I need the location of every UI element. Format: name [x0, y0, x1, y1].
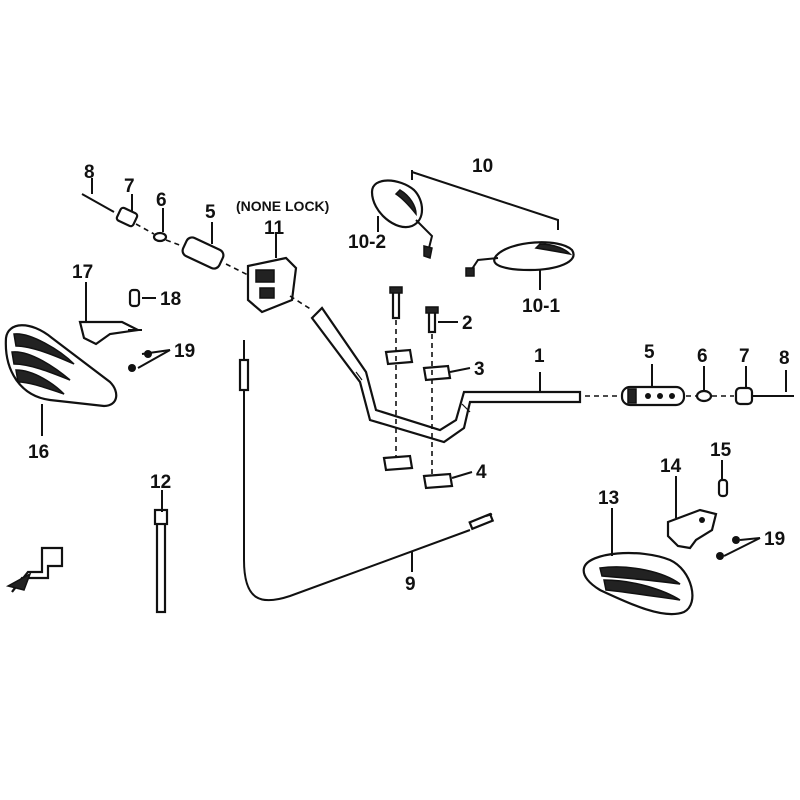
left-grip-assembly: [81, 193, 251, 277]
left-signal-bracket: [78, 320, 142, 346]
right-grip-assembly: [620, 385, 794, 407]
label-10: 10: [472, 156, 493, 177]
label-13: 13: [598, 488, 619, 509]
leader-lines: [41, 178, 787, 572]
label-2: 2: [462, 313, 473, 334]
label-1: 1: [534, 346, 545, 367]
label-17: 17: [72, 262, 93, 283]
label-15: 15: [710, 440, 732, 461]
handlebar: [310, 306, 582, 444]
label-10-2: 10-2: [348, 232, 386, 253]
grommet-18: [128, 288, 141, 308]
label-19-right: 19: [764, 529, 785, 550]
label-14: 14: [660, 456, 682, 477]
mirror-left-10-2: [370, 179, 434, 259]
bracket-10: [411, 170, 559, 230]
cable-tie: [153, 508, 169, 614]
label-5-left: 5: [205, 202, 216, 223]
label-10-1: 10-1: [522, 296, 560, 317]
label-8-left: 8: [84, 162, 95, 183]
label-6-right: 6: [697, 346, 708, 367]
none-lock-note: (NONE LOCK): [236, 198, 329, 214]
clamp-bolts-and-holders: [382, 286, 454, 490]
label-3: 3: [474, 359, 485, 380]
right-turn-signal: [582, 551, 694, 616]
label-16: 16: [28, 442, 49, 463]
label-9: 9: [405, 574, 416, 595]
left-turn-signal: [4, 324, 118, 408]
label-5-right: 5: [644, 342, 655, 363]
right-signal-bracket: [666, 508, 718, 550]
label-8-right: 8: [779, 348, 790, 369]
label-4: 4: [476, 462, 487, 483]
screws-19-right: [716, 536, 740, 560]
label-18: 18: [160, 289, 181, 310]
throttle-cable: [238, 340, 495, 602]
mirror-right-10-1: [465, 241, 575, 277]
switch-housing: [246, 256, 313, 314]
grommet-15: [717, 478, 729, 498]
label-7-right: 7: [739, 346, 750, 367]
label-6-left: 6: [156, 190, 167, 211]
label-19-left: 19: [174, 341, 195, 362]
front-direction-arrow-icon: [5, 546, 64, 593]
label-12: 12: [150, 472, 171, 493]
label-7-left: 7: [124, 176, 135, 197]
label-11: 11: [264, 218, 285, 239]
